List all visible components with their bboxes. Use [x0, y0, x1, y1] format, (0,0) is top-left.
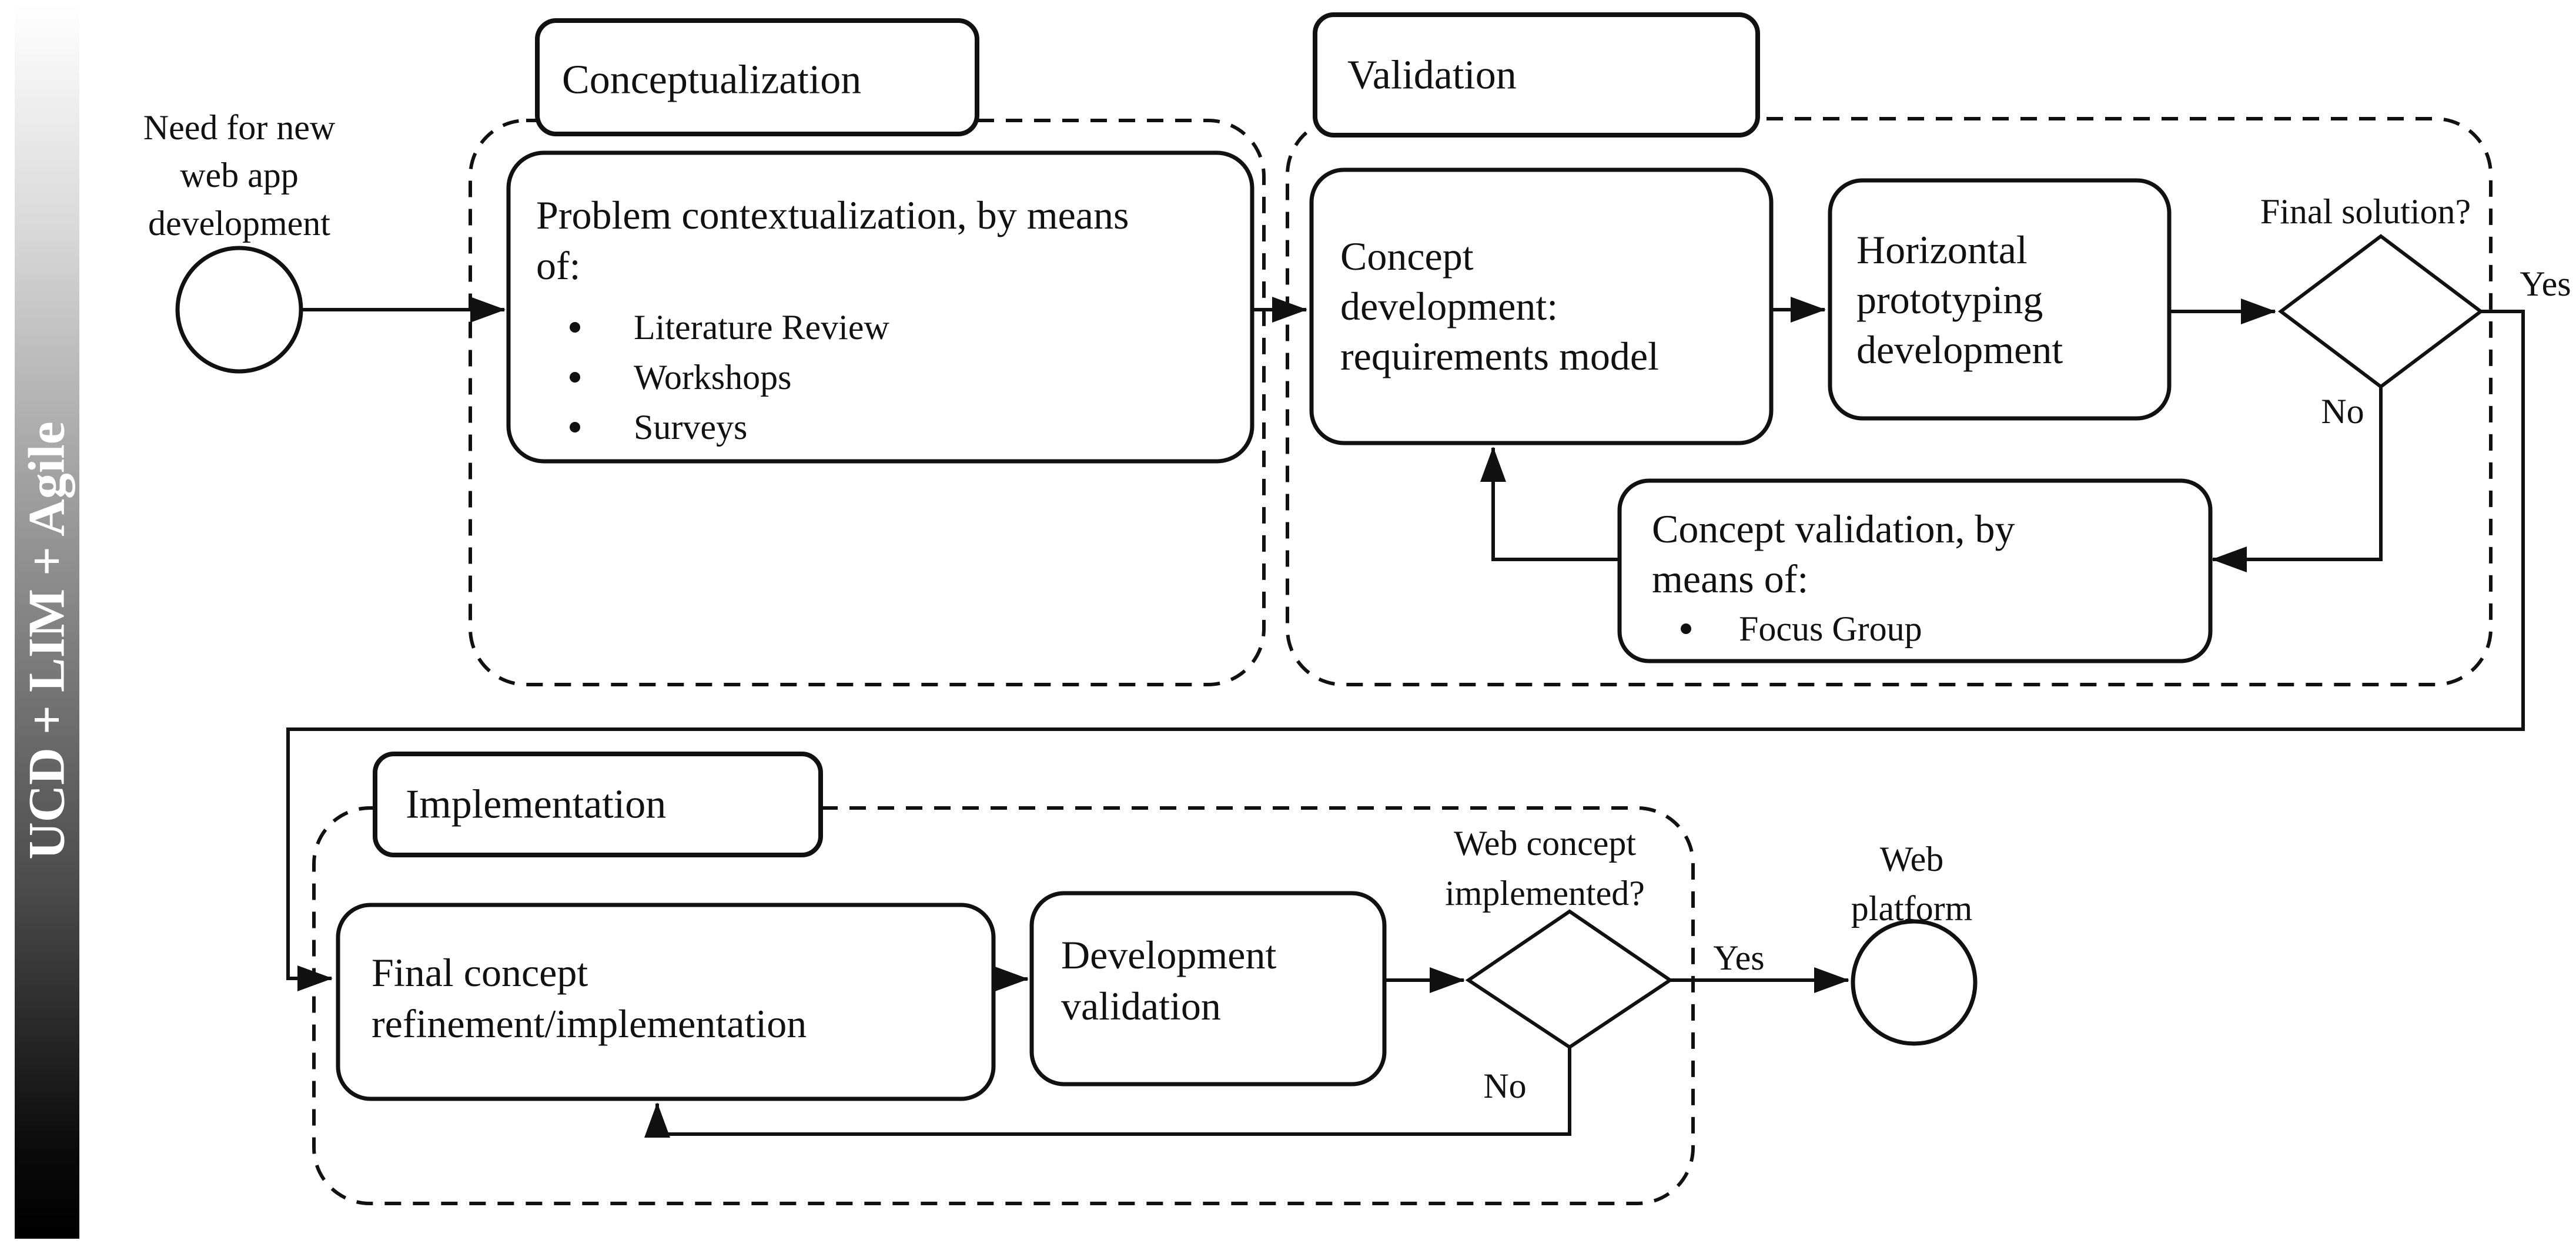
concept-development-line2: development: — [1340, 284, 1558, 328]
problem-contextualization-line2: of: — [536, 243, 581, 288]
arrow-concept-validation-to-concept-development — [1480, 447, 1620, 561]
validation-phase-label-box — [1313, 12, 1760, 138]
web-concept-question-line2: implemented? — [1445, 874, 1645, 913]
concept-validation-line2: means of: — [1652, 556, 1808, 601]
web-concept-question-line1: Web concept — [1454, 824, 1636, 863]
concept-development-line1: Concept — [1340, 234, 1474, 279]
implementation-dashed-container — [312, 806, 1695, 1205]
bullet-dot — [570, 422, 580, 432]
development-validation-line2: validation — [1061, 984, 1221, 1028]
development-validation-box — [1029, 891, 1387, 1087]
validation-dashed-container — [1286, 117, 2493, 686]
final-solution-yes-label: Yes — [2520, 264, 2571, 303]
validation-phase: Validation Concept development: requirem… — [1286, 12, 2571, 686]
concept-development-line3: requirements model — [1340, 334, 1659, 378]
conceptualization-phase-label: Conceptualization — [562, 58, 861, 103]
start-circle — [175, 246, 303, 374]
methodology-sidebar: UCD + LIM + Agile — [15, 5, 79, 1239]
implementation-phase: Implementation Final concept refinement/… — [312, 752, 1765, 1205]
final-concept-line1: Final concept — [372, 950, 588, 995]
bullet-dot — [1681, 623, 1691, 634]
development-validation-line1: Development — [1061, 933, 1276, 977]
horizontal-prototyping-line1: Horizontal — [1856, 227, 2028, 272]
horizontal-prototyping-line3: development — [1856, 327, 2063, 372]
start-label-line1: Need for new — [143, 108, 336, 147]
final-solution-question: Final solution? — [2260, 192, 2471, 231]
start-node: Need for new web app development — [143, 108, 336, 374]
conceptualization-phase-label-box — [535, 18, 979, 136]
concept-validation-box — [1617, 478, 2213, 663]
bullet-dot — [570, 322, 580, 333]
sidebar-label: UCD + LIM + Agile — [19, 421, 76, 860]
start-label-line3: development — [148, 204, 330, 243]
problem-bullet-surveys: Surveys — [634, 408, 747, 447]
validation-phase-label: Validation — [1347, 53, 1517, 98]
start-label-line2: web app — [180, 156, 299, 195]
web-concept-yes-label: Yes — [1713, 938, 1764, 977]
implementation-phase-label-box — [373, 752, 823, 857]
implementation-phase-label: Implementation — [406, 782, 666, 827]
problem-bullet-workshops: Workshops — [634, 358, 792, 397]
arrow-final-solution-no-to-concept-validation — [2212, 387, 2383, 572]
web-concept-no-label: No — [1483, 1067, 1526, 1105]
final-concept-refinement-box — [336, 903, 996, 1101]
horizontal-prototyping-box — [1828, 178, 2172, 421]
bullet-dot — [570, 372, 580, 383]
concept-validation-line1: Concept validation, by — [1652, 507, 2015, 551]
arrow-final-solution-yes-to-final-concept — [286, 310, 2525, 991]
end-circle-web-platform — [1851, 919, 1978, 1046]
problem-contextualization-line1: Problem contextualization, by means — [536, 193, 1129, 237]
problem-bullet-literature-review: Literature Review — [634, 308, 889, 347]
conceptualization-phase: Conceptualization Problem contextualizat… — [469, 18, 1266, 686]
final-solution-decision-diamond — [2278, 234, 2484, 389]
sidebar-gradient-bar — [15, 5, 79, 1239]
horizontal-prototyping-line2: prototyping — [1856, 277, 2043, 322]
end-label-line1: Web — [1880, 840, 1943, 878]
problem-contextualization-box — [506, 150, 1254, 464]
final-solution-no-label: No — [2321, 392, 2364, 431]
final-concept-line2: refinement/implementation — [372, 1001, 807, 1046]
arrow-web-concept-no-to-final-concept — [644, 1047, 1571, 1138]
concept-validation-bullet-focus-group: Focus Group — [1739, 609, 1922, 648]
concept-development-box — [1309, 167, 1774, 445]
web-concept-decision-diamond — [1465, 909, 1674, 1049]
end-node: Web platform — [1851, 840, 1978, 1046]
